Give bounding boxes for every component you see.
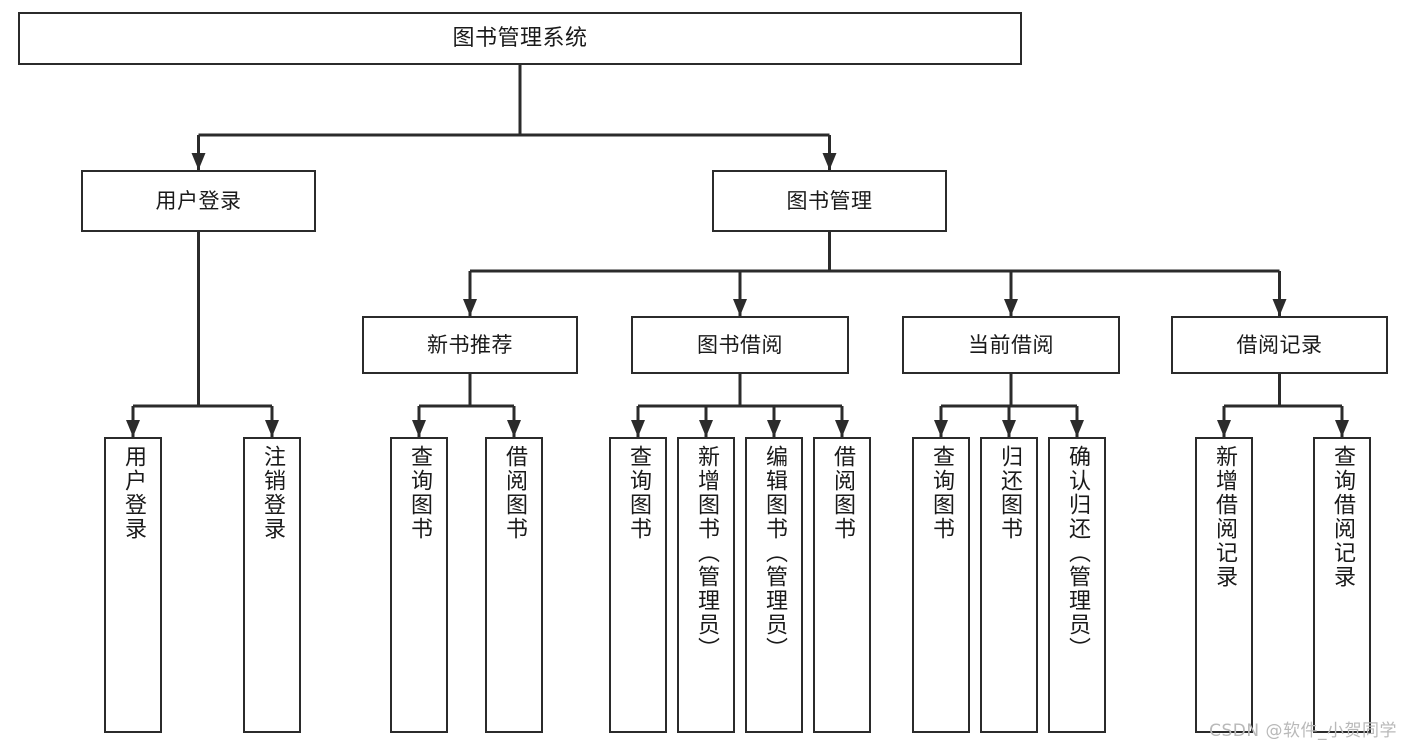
node-new-book-rec[interactable]: 新书推荐	[362, 316, 578, 374]
node-leaf-cb-query[interactable]: 查询图书	[912, 437, 970, 733]
node-label: 图书管理	[786, 188, 873, 213]
node-leaf-cb-confirm[interactable]: 确认归还（管理员）	[1048, 437, 1106, 733]
node-current-borrow[interactable]: 当前借阅	[902, 316, 1120, 374]
node-label: 借阅图书	[502, 445, 527, 541]
node-book-borrow[interactable]: 图书借阅	[631, 316, 849, 374]
node-label: 编辑图书（管理员）	[762, 445, 787, 661]
node-leaf-br-add[interactable]: 新增借阅记录	[1195, 437, 1253, 733]
node-label: 查询图书	[407, 445, 432, 541]
node-label: 注销登录	[260, 445, 285, 541]
node-leaf-bb-add[interactable]: 新增图书（管理员）	[677, 437, 735, 733]
node-leaf-cb-return[interactable]: 归还图书	[980, 437, 1038, 733]
node-user-login[interactable]: 用户登录	[81, 170, 316, 232]
node-label: 归还图书	[997, 445, 1022, 541]
node-label: 用户登录	[121, 445, 146, 541]
node-label: 当前借阅	[968, 332, 1054, 357]
node-leaf-logout[interactable]: 注销登录	[243, 437, 301, 733]
node-leaf-bb-query[interactable]: 查询图书	[609, 437, 667, 733]
node-borrow-record[interactable]: 借阅记录	[1171, 316, 1388, 374]
node-label: 查询图书	[626, 445, 651, 541]
node-label: 用户登录	[155, 188, 242, 213]
node-leaf-user-login[interactable]: 用户登录	[104, 437, 162, 733]
node-label: 新增图书（管理员）	[694, 445, 719, 661]
node-label: 新增借阅记录	[1212, 445, 1237, 589]
node-label: 借阅记录	[1236, 332, 1323, 357]
node-leaf-bb-edit[interactable]: 编辑图书（管理员）	[745, 437, 803, 733]
node-label: 查询借阅记录	[1330, 445, 1355, 589]
node-label: 新书推荐	[427, 332, 513, 357]
node-label: 图书管理系统	[452, 25, 588, 51]
node-label: 查询图书	[929, 445, 954, 541]
csdn-watermark: CSDN @软件_小贺同学	[1209, 721, 1397, 741]
node-root[interactable]: 图书管理系统	[18, 12, 1022, 65]
node-leaf-nb-query[interactable]: 查询图书	[390, 437, 448, 733]
node-label: 借阅图书	[830, 445, 855, 541]
node-label: 确认归还（管理员）	[1065, 445, 1090, 661]
node-leaf-br-query[interactable]: 查询借阅记录	[1313, 437, 1371, 733]
node-leaf-nb-borrow[interactable]: 借阅图书	[485, 437, 543, 733]
node-label: 图书借阅	[697, 332, 783, 357]
node-book-manage[interactable]: 图书管理	[712, 170, 947, 232]
node-leaf-bb-borrow[interactable]: 借阅图书	[813, 437, 871, 733]
